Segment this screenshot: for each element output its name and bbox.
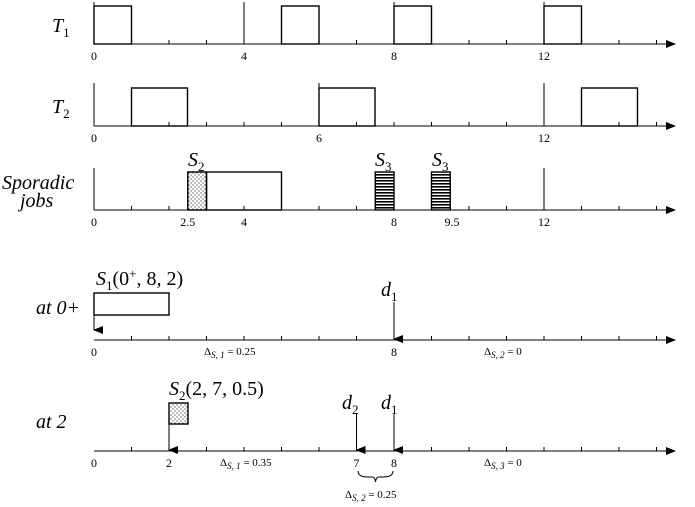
t2-ticks bbox=[131, 83, 657, 126]
s3-label-1: S3 bbox=[375, 149, 392, 174]
s2-label-at2: S2(2, 7, 0.5) bbox=[169, 378, 264, 403]
at2-tick-label: 0 bbox=[91, 456, 97, 470]
slack-at0-s2: ΔS, 2 = 0 bbox=[484, 346, 522, 360]
at2-ticks bbox=[131, 447, 657, 451]
t2-tick-label: 6 bbox=[316, 131, 322, 145]
row-at-2: at 2 S2(2, 7, 0.5) d2 d1 0 2 7 8 ΔS, 1 =… bbox=[36, 378, 676, 503]
sporadic-tick-label: 12 bbox=[538, 215, 550, 229]
at0-ticks bbox=[131, 336, 657, 340]
s2-label: S2 bbox=[188, 149, 205, 174]
at0-tick-label: 8 bbox=[391, 345, 397, 359]
t1-tick-label: 0 bbox=[91, 49, 97, 63]
row-label-at0: at 0+ bbox=[36, 297, 80, 319]
sporadic-tick-label: 9.5 bbox=[445, 215, 460, 229]
row-label-sporadic-line2: jobs bbox=[17, 190, 54, 212]
row-t2: T2 0 6 12 bbox=[52, 83, 676, 145]
row-label-sporadic-line1: Sporadic bbox=[2, 172, 74, 194]
slack-brace bbox=[357, 470, 394, 483]
sporadic-tick-label: 0 bbox=[91, 215, 97, 229]
t1-tick-label: 8 bbox=[391, 49, 397, 63]
slack-at2-s1: ΔS, 1 = 0.35 bbox=[220, 457, 272, 471]
at2-tick-label: 2 bbox=[166, 456, 172, 470]
row-t1: T1 0 4 8 12 bbox=[52, 2, 676, 63]
s3-label-2: S3 bbox=[432, 149, 449, 174]
sporadic-tick-label: 8 bbox=[391, 215, 397, 229]
t1-job-4 bbox=[543, 5, 583, 45]
s2-dotted-segment bbox=[187, 171, 208, 211]
d1-label-at0: d1 bbox=[381, 279, 398, 304]
s3-striped-job-1 bbox=[374, 171, 395, 211]
t2-job-2 bbox=[318, 87, 376, 127]
t2-job-3 bbox=[580, 87, 639, 127]
s2-open-segment bbox=[205, 171, 283, 211]
s1-label: S1(0+, 8, 2) bbox=[96, 266, 183, 293]
sporadic-tick-label: 2.5 bbox=[180, 215, 195, 229]
at0-tick-label: 0 bbox=[91, 345, 97, 359]
s3-striped-job-2 bbox=[430, 171, 451, 211]
t2-tick-label: 12 bbox=[538, 131, 550, 145]
t2-tick-label: 0 bbox=[91, 131, 97, 145]
row-sporadic: Sporadic jobs S2 S3 S3 0 2.5 bbox=[2, 149, 676, 229]
at2-tick-label: 7 bbox=[354, 456, 360, 470]
row-label-t2: T2 bbox=[52, 96, 70, 121]
d2-label: d2 bbox=[342, 392, 359, 417]
slack-at2-s3: ΔS, 3 = 0 bbox=[484, 457, 522, 471]
slack-at0-s1: ΔS, 1 = 0.25 bbox=[204, 346, 256, 360]
t1-job-3 bbox=[393, 5, 433, 45]
t1-job-2 bbox=[280, 5, 320, 45]
row-label-at2: at 2 bbox=[36, 411, 67, 433]
t1-job-1 bbox=[93, 5, 133, 45]
row-at-0plus: at 0+ S1(0+, 8, 2) d1 0 8 ΔS, 1 = 0.25 Δ… bbox=[36, 266, 676, 360]
s2-job-box bbox=[168, 402, 189, 425]
slack-at2-s2: ΔS, 2 = 0.25 bbox=[345, 489, 397, 503]
d1-label-at2: d1 bbox=[381, 392, 398, 417]
at2-tick-label: 8 bbox=[391, 456, 397, 470]
s1-job-box bbox=[93, 292, 170, 316]
t1-tick-label: 12 bbox=[538, 49, 550, 63]
sporadic-tick-label: 4 bbox=[241, 215, 247, 229]
t1-tick-label: 4 bbox=[241, 49, 247, 63]
row-label-t1: T1 bbox=[52, 15, 70, 40]
t2-job-1 bbox=[130, 87, 189, 127]
